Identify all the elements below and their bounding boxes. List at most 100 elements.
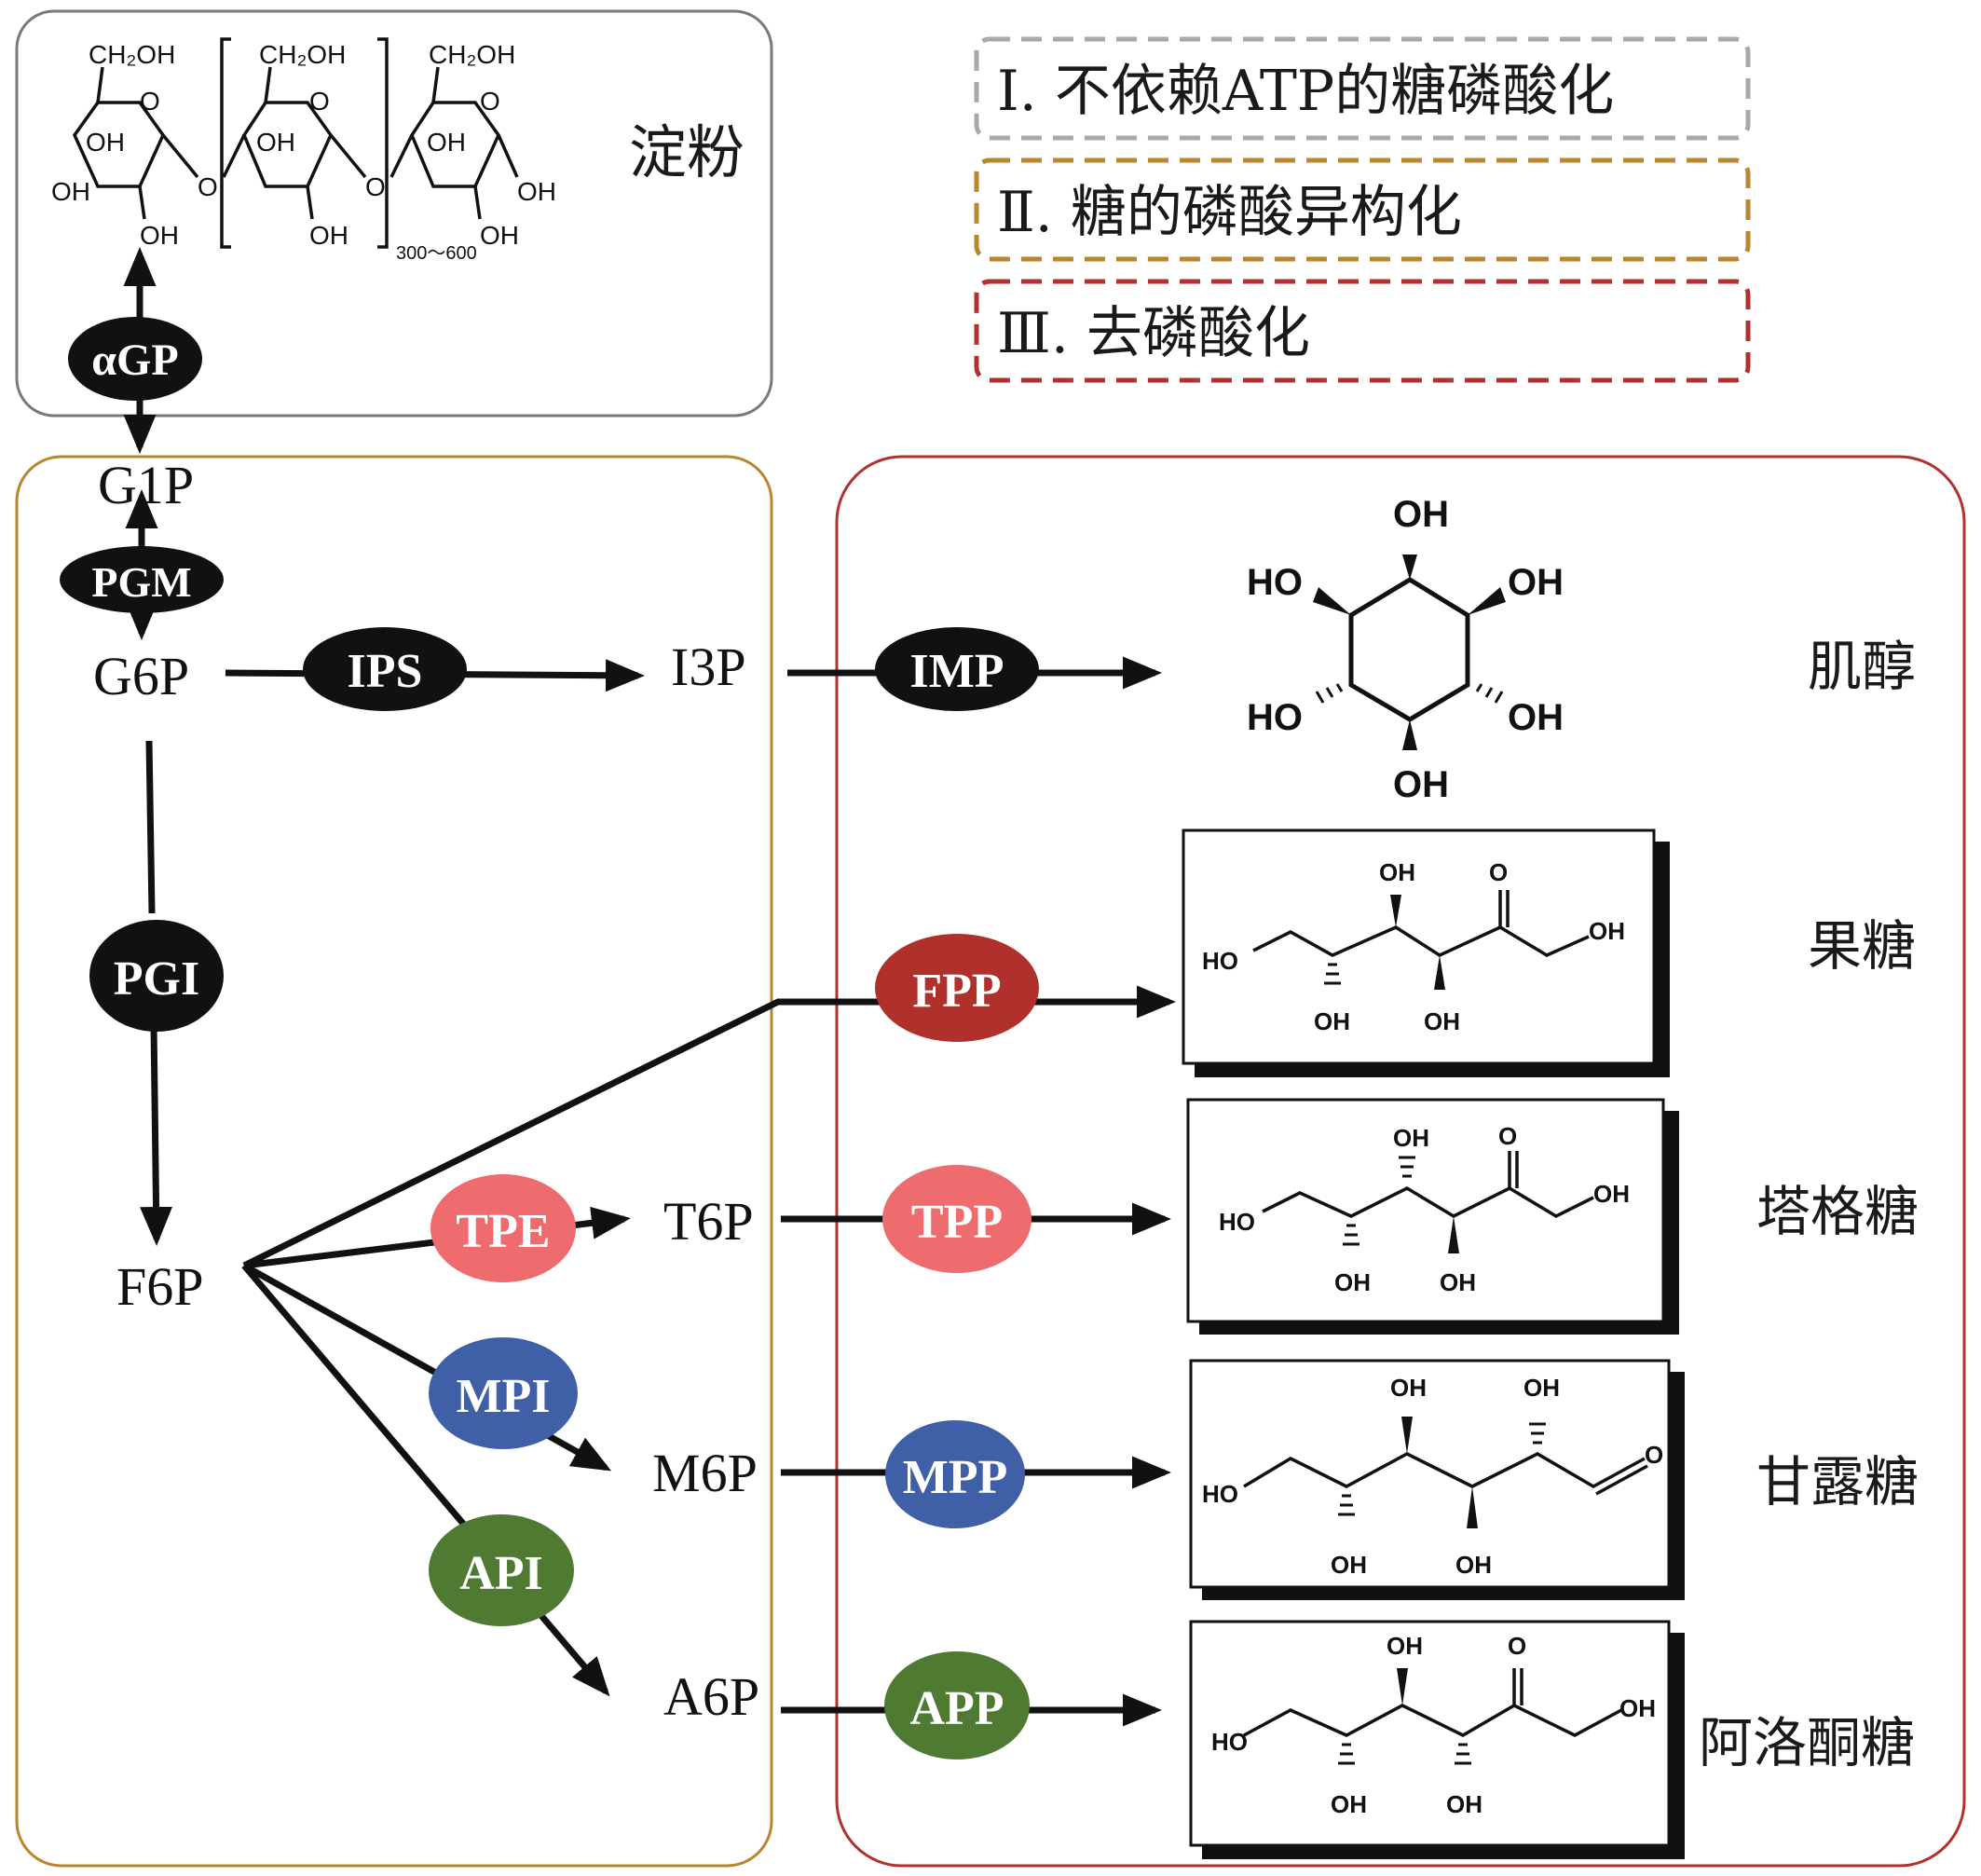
svg-text:MPI: MPI bbox=[456, 1370, 550, 1423]
svg-text:OH: OH bbox=[1390, 1374, 1427, 1402]
svg-text:O: O bbox=[1489, 858, 1508, 886]
legend-step1-box bbox=[974, 36, 1751, 141]
svg-text:OH: OH bbox=[517, 177, 556, 206]
svg-text:O: O bbox=[1508, 1632, 1526, 1660]
svg-text:APP: APP bbox=[909, 1682, 1004, 1735]
svg-text:TPP: TPP bbox=[911, 1196, 1003, 1249]
svg-text:MPP: MPP bbox=[903, 1451, 1008, 1504]
legend-step3-box bbox=[974, 279, 1751, 383]
dephosphorylation-panel bbox=[835, 455, 1966, 1868]
svg-text:IMP: IMP bbox=[909, 645, 1004, 698]
svg-text:O: O bbox=[365, 172, 386, 201]
inositol-structure: OH OH HO OH HO OH bbox=[1247, 494, 1564, 805]
enzyme-ips: IPS bbox=[303, 627, 467, 711]
svg-text:O: O bbox=[480, 87, 500, 116]
svg-text:OH: OH bbox=[1424, 1007, 1460, 1035]
enzyme-tpe: TPE bbox=[430, 1174, 576, 1282]
svg-text:TPE: TPE bbox=[456, 1205, 550, 1258]
svg-text:OH: OH bbox=[86, 128, 125, 157]
svg-text:αGP: αGP bbox=[91, 335, 178, 385]
svg-text:OH: OH bbox=[1593, 1180, 1630, 1208]
svg-text:O: O bbox=[1645, 1441, 1663, 1469]
enzyme-api: API bbox=[429, 1514, 574, 1626]
svg-text:HO: HO bbox=[1211, 1728, 1248, 1756]
svg-text:OH: OH bbox=[1387, 1632, 1423, 1660]
product-inositol: 肌醇 bbox=[1808, 635, 1916, 698]
svg-text:CH₂OH: CH₂OH bbox=[89, 40, 175, 69]
svg-text:OH: OH bbox=[1379, 858, 1415, 886]
svg-text:O: O bbox=[198, 172, 218, 201]
enzyme-app: APP bbox=[884, 1651, 1030, 1760]
svg-text:OH: OH bbox=[1523, 1374, 1560, 1402]
svg-text:300～600: 300～600 bbox=[396, 243, 477, 264]
legend: Ⅰ. 不依赖ATP的糖磷酸化 Ⅱ. 糖的磷酸异构化 Ⅲ. 去磷酸化 bbox=[974, 36, 1751, 383]
tagatose-structure: OH O OH HO OH OH bbox=[1186, 1098, 1679, 1335]
enzyme-agp: αGP bbox=[68, 317, 202, 401]
enzyme-fpp: FPP bbox=[875, 934, 1039, 1042]
svg-text:OH: OH bbox=[51, 177, 90, 206]
svg-text:OH: OH bbox=[140, 221, 179, 250]
svg-text:HO: HO bbox=[1219, 1208, 1255, 1236]
node-f6p: F6P bbox=[116, 1256, 204, 1317]
product-allulose: 阿洛酮糖 bbox=[1699, 1711, 1915, 1774]
enzyme-imp: IMP bbox=[875, 627, 1039, 711]
svg-text:O: O bbox=[309, 87, 330, 116]
svg-text:CH₂OH: CH₂OH bbox=[259, 40, 346, 69]
starch-label: 淀粉 bbox=[629, 118, 745, 186]
node-t6p: T6P bbox=[663, 1191, 754, 1252]
starch-structure: CH₂OH O OH OH OH O CH₂OH O OH OH O 300～6… bbox=[51, 37, 556, 264]
svg-text:OH: OH bbox=[480, 221, 519, 250]
svg-text:OH: OH bbox=[1331, 1790, 1367, 1818]
starch-panel bbox=[15, 9, 773, 418]
svg-text:OH: OH bbox=[1589, 917, 1625, 945]
svg-text:OH: OH bbox=[1619, 1694, 1656, 1722]
svg-text:OH: OH bbox=[256, 128, 295, 157]
node-g6p: G6P bbox=[93, 646, 189, 706]
svg-text:FPP: FPP bbox=[912, 965, 1001, 1018]
svg-text:OH: OH bbox=[427, 128, 466, 157]
node-a6p: A6P bbox=[663, 1666, 759, 1727]
product-mannose: 甘露糖 bbox=[1756, 1450, 1919, 1513]
svg-text:OH: OH bbox=[1314, 1007, 1350, 1035]
svg-text:OH: OH bbox=[1508, 562, 1564, 603]
legend-step2-label: Ⅱ. 糖的磷酸异构化 bbox=[997, 180, 1462, 245]
svg-text:HO: HO bbox=[1247, 697, 1303, 738]
svg-text:OH: OH bbox=[1393, 1124, 1429, 1152]
enzyme-tpp: TPP bbox=[882, 1165, 1031, 1273]
legend-step2-box bbox=[974, 157, 1751, 262]
svg-text:IPS: IPS bbox=[348, 645, 423, 698]
product-fructose: 果糖 bbox=[1808, 914, 1916, 978]
svg-text:OH: OH bbox=[1440, 1268, 1476, 1296]
enzyme-pgi: PGI bbox=[89, 920, 224, 1032]
enzyme-pgm: PGM bbox=[60, 546, 224, 613]
node-g1p: G1P bbox=[98, 455, 194, 515]
enzyme-mpp: MPP bbox=[885, 1420, 1025, 1528]
svg-text:OH: OH bbox=[1455, 1551, 1492, 1579]
svg-text:O: O bbox=[1498, 1122, 1517, 1150]
svg-text:OH: OH bbox=[1393, 494, 1449, 535]
svg-text:PGM: PGM bbox=[91, 558, 191, 606]
svg-text:OH: OH bbox=[1446, 1790, 1482, 1818]
legend-step3-label: Ⅲ. 去磷酸化 bbox=[997, 301, 1310, 366]
svg-text:OH: OH bbox=[309, 221, 348, 250]
svg-text:OH: OH bbox=[1393, 764, 1449, 805]
svg-text:OH: OH bbox=[1508, 697, 1564, 738]
allulose-structure: OH O OH HO OH OH bbox=[1189, 1620, 1685, 1859]
svg-text:OH: OH bbox=[1334, 1268, 1371, 1296]
svg-text:HO: HO bbox=[1202, 1480, 1238, 1508]
svg-text:API: API bbox=[459, 1547, 543, 1600]
svg-text:PGI: PGI bbox=[114, 952, 199, 1006]
svg-text:HO: HO bbox=[1202, 947, 1238, 975]
fructose-structure: OH O OH HO OH OH bbox=[1182, 828, 1670, 1077]
mannose-structure: OH OH O HO OH OH bbox=[1189, 1359, 1685, 1600]
isomerization-panel bbox=[15, 455, 773, 1868]
product-tagatose: 塔格糖 bbox=[1756, 1180, 1919, 1243]
enzyme-mpi: MPI bbox=[429, 1337, 578, 1449]
svg-text:HO: HO bbox=[1247, 562, 1303, 603]
svg-text:CH₂OH: CH₂OH bbox=[429, 40, 515, 69]
node-m6p: M6P bbox=[652, 1443, 758, 1503]
svg-text:O: O bbox=[140, 87, 160, 116]
legend-step1-label: Ⅰ. 不依赖ATP的糖磷酸化 bbox=[997, 59, 1614, 124]
svg-text:OH: OH bbox=[1331, 1551, 1367, 1579]
